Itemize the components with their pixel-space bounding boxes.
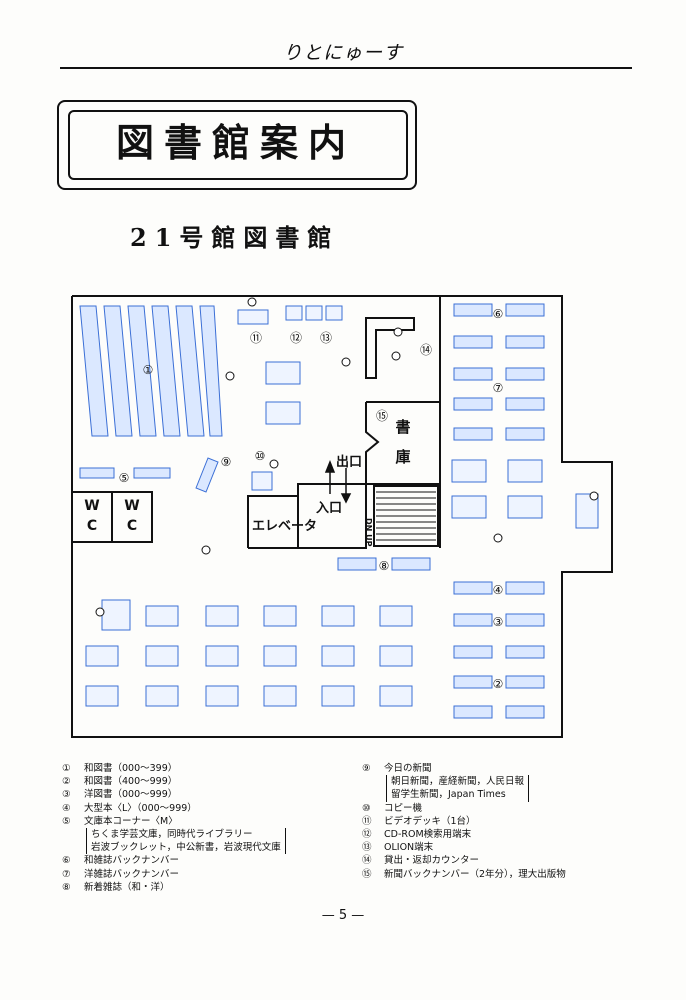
svg-text:C: C	[87, 518, 97, 534]
shelf-8a	[337, 557, 377, 571]
wc1-label: W	[84, 498, 99, 514]
svg-text:⑪: ⑪	[250, 331, 262, 345]
newspaper-rack	[195, 457, 219, 493]
title-frame-outer	[57, 100, 417, 190]
shelf-5a	[79, 467, 115, 479]
svg-text:⑤: ⑤	[119, 471, 130, 485]
title-frame-inner	[68, 110, 408, 180]
legend-subitem: ちくま学芸文庫，同時代ライブラリー岩波ブックレット，中公新書，岩波現代文庫	[62, 828, 286, 855]
svg-text:⑨: ⑨	[221, 455, 232, 469]
reading-tables	[85, 305, 599, 707]
svg-text:⑬: ⑬	[320, 331, 332, 345]
stack-label: 書	[395, 418, 410, 436]
legend-subitem: 朝日新聞，産経新聞，人民日報留学生新聞，Japan Times	[362, 775, 566, 802]
svg-text:⑭: ⑭	[420, 343, 432, 357]
elevator-block	[247, 483, 367, 549]
newsletter-title: りとにゅーす	[282, 42, 403, 64]
svg-text:①: ①	[143, 363, 154, 377]
stack-room	[365, 401, 441, 485]
svg-text:④: ④	[493, 583, 504, 597]
exit-label: 出口	[336, 454, 362, 470]
elevator-label: エレベータ	[252, 519, 317, 534]
person-figures	[95, 297, 599, 617]
svg-text:③: ③	[493, 615, 504, 629]
page-title: 図書館案内	[115, 120, 356, 165]
page-number: — 5 —	[321, 908, 365, 923]
entrance-label: 入口	[316, 501, 342, 516]
header-rule	[60, 67, 632, 69]
stairs	[373, 485, 439, 547]
svg-text:⑥: ⑥	[493, 307, 504, 321]
map-markers: ① ② ③ ④ ⑤ ⑥ ⑦ ⑧ ⑨ ⑩ ⑪ ⑫ ⑬ ⑭ ⑮	[119, 307, 504, 691]
svg-text:C: C	[127, 518, 137, 534]
circulation-counter	[365, 317, 415, 379]
stairs-label: DN UP	[364, 518, 373, 547]
svg-text:庫: 庫	[395, 448, 410, 466]
svg-text:⑦: ⑦	[493, 381, 504, 395]
page-subtitle: 21号館図書館	[130, 223, 340, 252]
bookshelves	[79, 305, 223, 437]
svg-text:⑩: ⑩	[255, 449, 266, 463]
svg-text:⑮: ⑮	[376, 409, 388, 423]
outer-wall	[71, 295, 613, 738]
svg-text:⑫: ⑫	[290, 331, 302, 345]
wc2-label: W	[124, 498, 139, 514]
svg-text:⑧: ⑧	[379, 559, 390, 573]
svg-text:②: ②	[493, 677, 504, 691]
